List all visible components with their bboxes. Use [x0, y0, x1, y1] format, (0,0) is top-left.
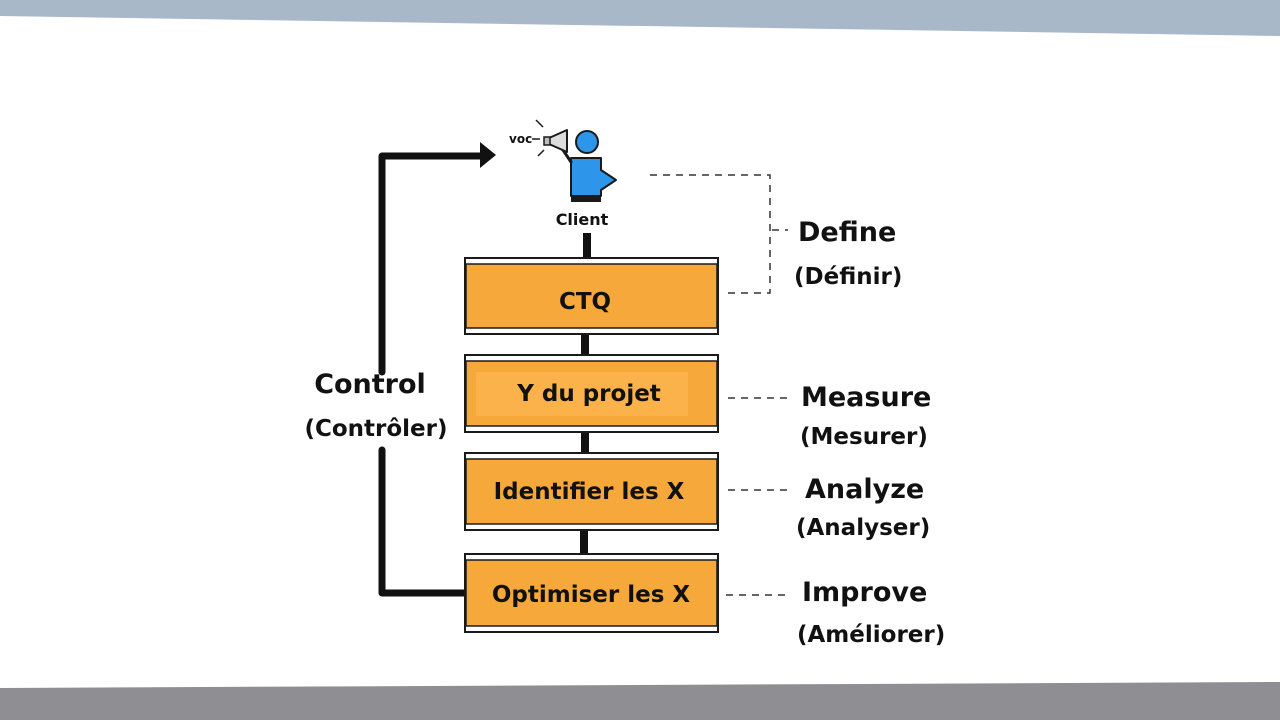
voc-label: voc	[509, 132, 532, 146]
connector-client-ctq	[583, 233, 591, 261]
connector-y-x	[581, 430, 589, 456]
megaphone-icon	[532, 119, 568, 157]
step-box-optimiser-les-x: Optimiser les X	[464, 553, 719, 633]
dashed-leaders	[650, 174, 792, 596]
control-title: Control	[314, 369, 426, 400]
connector-ctq-y	[581, 333, 589, 357]
control-loop-arrow	[378, 142, 496, 597]
define-bracket	[650, 174, 771, 294]
step-label-ctq: CTQ	[559, 289, 611, 315]
top-band	[0, 0, 1280, 36]
analyze-title: Analyze	[805, 474, 924, 505]
control-subtitle: (Contrôler)	[304, 416, 447, 442]
step-box-identifier-les-x: Identifier les X	[464, 452, 719, 531]
step-label-identifier-les-x: Identifier les X	[494, 479, 685, 505]
client-label: Client	[556, 210, 609, 229]
vertical-connectors	[580, 233, 591, 556]
improve-subtitle: (Améliorer)	[797, 622, 945, 648]
measure-subtitle: (Mesurer)	[800, 424, 928, 450]
improve-title: Improve	[802, 577, 927, 608]
step-label-y-du-projet: Y du projet	[516, 381, 661, 407]
analyze-subtitle: (Analyser)	[796, 515, 930, 541]
person-icon	[561, 130, 617, 202]
step-box-ctq: CTQ	[464, 257, 719, 335]
connector-x-opt	[580, 528, 588, 556]
define-title: Define	[798, 217, 896, 248]
client-figure: voc Client	[509, 119, 617, 229]
control-loop-line-upper	[378, 152, 488, 376]
define-subtitle: (Définir)	[794, 264, 902, 290]
control-loop-arrowhead	[480, 142, 496, 168]
measure-title: Measure	[801, 382, 931, 413]
control-loop-line-lower	[378, 446, 468, 597]
step-box-y-du-projet: Y du projet	[464, 354, 719, 433]
step-label-optimiser-les-x: Optimiser les X	[492, 582, 691, 608]
bottom-band	[0, 682, 1280, 720]
